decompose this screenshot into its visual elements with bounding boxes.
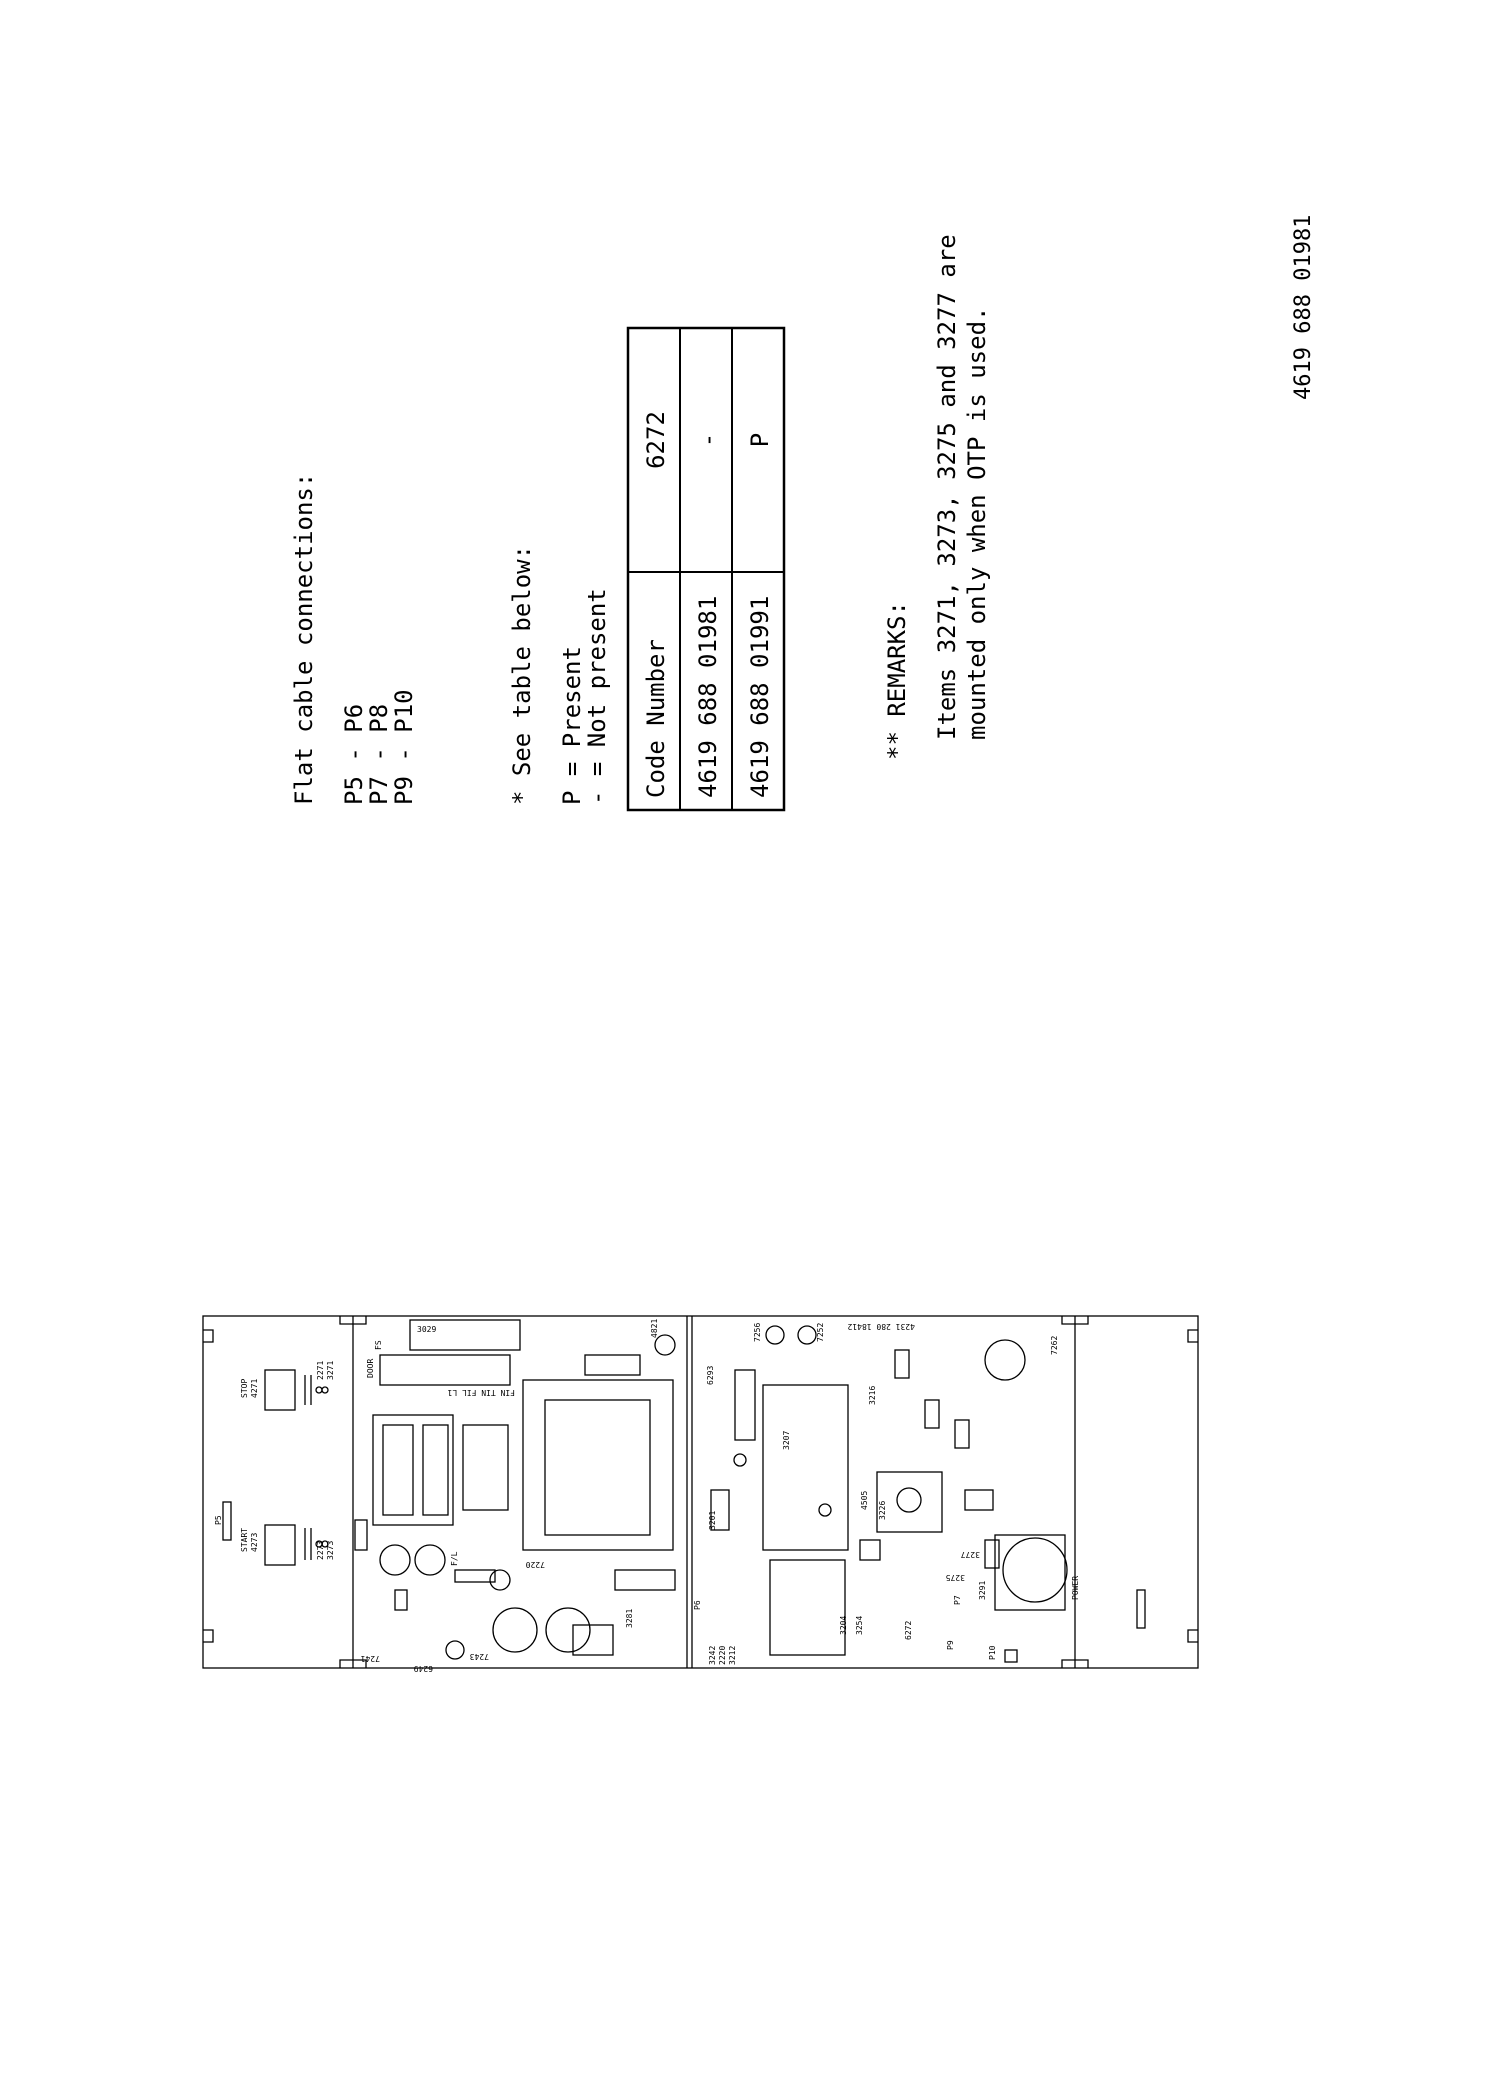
label-rev-code: 4231 280 18412 xyxy=(847,1322,915,1331)
label-2271: 2271 xyxy=(316,1361,325,1380)
label-4821: 4821 xyxy=(650,1319,659,1338)
label-stop: STOP xyxy=(240,1379,249,1398)
table-row-1-code: 4619 688 01981 xyxy=(694,596,722,798)
table-row-1-value: - xyxy=(694,433,722,447)
label-p9: P9 xyxy=(946,1640,955,1650)
flat-cable-title: Flat cable connections: xyxy=(290,473,318,805)
label-power: POWER xyxy=(1071,1576,1080,1600)
label-3226: 3226 xyxy=(878,1501,887,1520)
remarks-block: ** REMARKS: Items 3271, 3273, 3275 and 3… xyxy=(883,234,991,760)
label-4505: 4505 xyxy=(860,1491,869,1510)
start-switch xyxy=(264,1524,296,1566)
label-3254: 3254 xyxy=(855,1616,864,1635)
label-3201: 3201 xyxy=(708,1511,717,1530)
label-6293: 6293 xyxy=(706,1366,715,1385)
label-fin-row: FIN TIN FIL L1 xyxy=(447,1388,515,1397)
label-3216: 3216 xyxy=(868,1386,877,1405)
legend-not-present: - = Not present xyxy=(583,588,611,805)
notes-area: Flat cable connections: P5 - P6 P7 - P8 … xyxy=(290,215,1316,812)
table-header-code: Code Number xyxy=(642,639,670,798)
label-p6: P6 xyxy=(693,1600,702,1610)
label-6272: 6272 xyxy=(904,1621,913,1640)
label-3273: 3273 xyxy=(326,1541,335,1560)
connection-2: P7 - P8 xyxy=(365,704,393,805)
label-fl: F/L xyxy=(450,1551,459,1566)
ic-main xyxy=(762,1384,849,1551)
label-7241: 7241 xyxy=(361,1654,380,1663)
label-3207: 3207 xyxy=(782,1431,791,1450)
legend-present: P = Present xyxy=(558,646,586,805)
label-6249: 6249 xyxy=(414,1664,433,1673)
label-start: START xyxy=(240,1528,249,1552)
label-3281: 3281 xyxy=(625,1609,634,1628)
label-3275: 3275 xyxy=(946,1573,965,1582)
table-row-2-value: P xyxy=(746,433,774,447)
label-3204: 3204 xyxy=(839,1616,848,1635)
label-p5: P5 xyxy=(214,1515,223,1525)
label-2273: 2273 xyxy=(316,1541,325,1560)
table-row-2-code: 4619 688 01991 xyxy=(746,596,774,798)
label-7220: 7220 xyxy=(526,1560,545,1569)
label-fs: FS xyxy=(374,1340,383,1350)
drawing-number: 4619 688 01981 xyxy=(1291,215,1316,400)
label-3029: 3029 xyxy=(417,1325,436,1334)
label-3277: 3277 xyxy=(961,1550,980,1559)
power-button xyxy=(1002,1537,1068,1603)
label-3291: 3291 xyxy=(978,1581,987,1600)
remarks-title: ** REMARKS: xyxy=(883,601,911,760)
see-table-note: * See table below: xyxy=(508,545,536,805)
flat-cable-block: Flat cable connections: P5 - P6 P7 - P8 … xyxy=(290,473,418,805)
table-header-6272: 6272 xyxy=(642,411,670,469)
pcb-layout-drawing: START 4273 STOP 4271 2271 3271 2273 3273… xyxy=(202,1315,1199,1673)
see-table-block: * See table below: P = Present - = Not p… xyxy=(508,545,611,805)
code-table: Code Number 6272 4619 688 01981 - 4619 6… xyxy=(626,326,786,812)
label-door: DOOR xyxy=(366,1359,375,1378)
label-7256: 7256 xyxy=(753,1323,762,1342)
label-start-ref: 4273 xyxy=(250,1533,259,1552)
label-3212: 3212 xyxy=(728,1646,737,1665)
label-p10: P10 xyxy=(988,1645,997,1660)
label-3242: 3242 xyxy=(708,1646,717,1665)
remarks-line-2: mounted only when OTP is used. xyxy=(963,307,991,740)
label-7262: 7262 xyxy=(1050,1336,1059,1355)
label-7252: 7252 xyxy=(816,1323,825,1342)
connection-3: P9 - P10 xyxy=(390,689,418,805)
label-p7: P7 xyxy=(953,1595,962,1605)
stop-switch xyxy=(264,1369,296,1411)
label-3271: 3271 xyxy=(326,1361,335,1380)
label-stop-ref: 4271 xyxy=(250,1379,259,1398)
connection-1: P5 - P6 xyxy=(340,704,368,805)
remarks-line-1: Items 3271, 3273, 3275 and 3277 are xyxy=(933,234,961,740)
label-2220: 2220 xyxy=(718,1646,727,1665)
label-7243: 7243 xyxy=(470,1652,489,1661)
